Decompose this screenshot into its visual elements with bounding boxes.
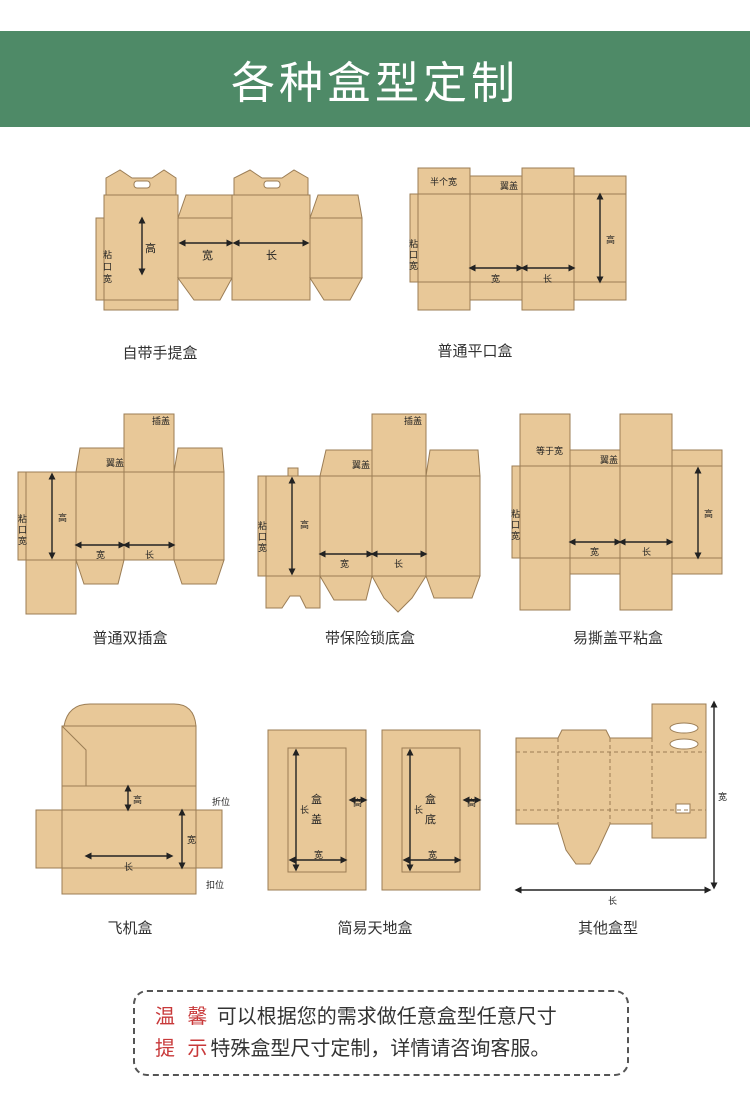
notice-label-1: 温 馨 (155, 1004, 211, 1028)
caption-other-box: 其他盒型 (577, 919, 638, 937)
notice-text-2: 特殊盒型尺寸定制，详情请咨询客服。 (210, 1036, 551, 1060)
handle-box-diagram (95, 169, 363, 311)
tear-strip-box-diagram (511, 413, 723, 611)
notice-box: 温 馨 可以根据您的需求做任意盒型任意尺寸 提 示特殊盒型尺寸定制，详情请咨询客… (133, 990, 629, 1076)
notice-text-1: 可以根据您的需求做任意盒型任意尺寸 (210, 1004, 557, 1028)
caption-handle-box: 自带手提盒 (122, 344, 198, 362)
flat-box-diagram (409, 167, 627, 311)
caption-double-tuck-box: 普通双插盒 (92, 629, 168, 647)
caption-tear-strip-box: 易撕盖平粘盒 (572, 629, 663, 647)
other-box-diagram (515, 703, 707, 865)
caption-flat-box: 普通平口盒 (437, 342, 513, 360)
double-tuck-box-diagram (17, 413, 225, 615)
page-title: 各种盒型定制 (231, 58, 519, 109)
notice-line-2: 提 示特殊盒型尺寸定制，详情请咨询客服。 (155, 1032, 627, 1064)
mailer-box-diagram (35, 703, 223, 895)
title-banner: 各种盒型定制 (0, 31, 750, 127)
caption-lock-bottom-box: 带保险锁底盒 (324, 629, 415, 647)
caption-mailer-box: 飞机盒 (107, 919, 153, 937)
notice-label-2: 提 示 (155, 1036, 211, 1060)
dimension-arrows (48, 192, 718, 894)
notice-line-1: 温 馨 可以根据您的需求做任意盒型任意尺寸 (155, 1000, 627, 1032)
caption-lid-base-box: 简易天地盒 (337, 919, 413, 937)
lid-base-box-diagram (267, 729, 481, 891)
fold-lines (62, 738, 706, 869)
